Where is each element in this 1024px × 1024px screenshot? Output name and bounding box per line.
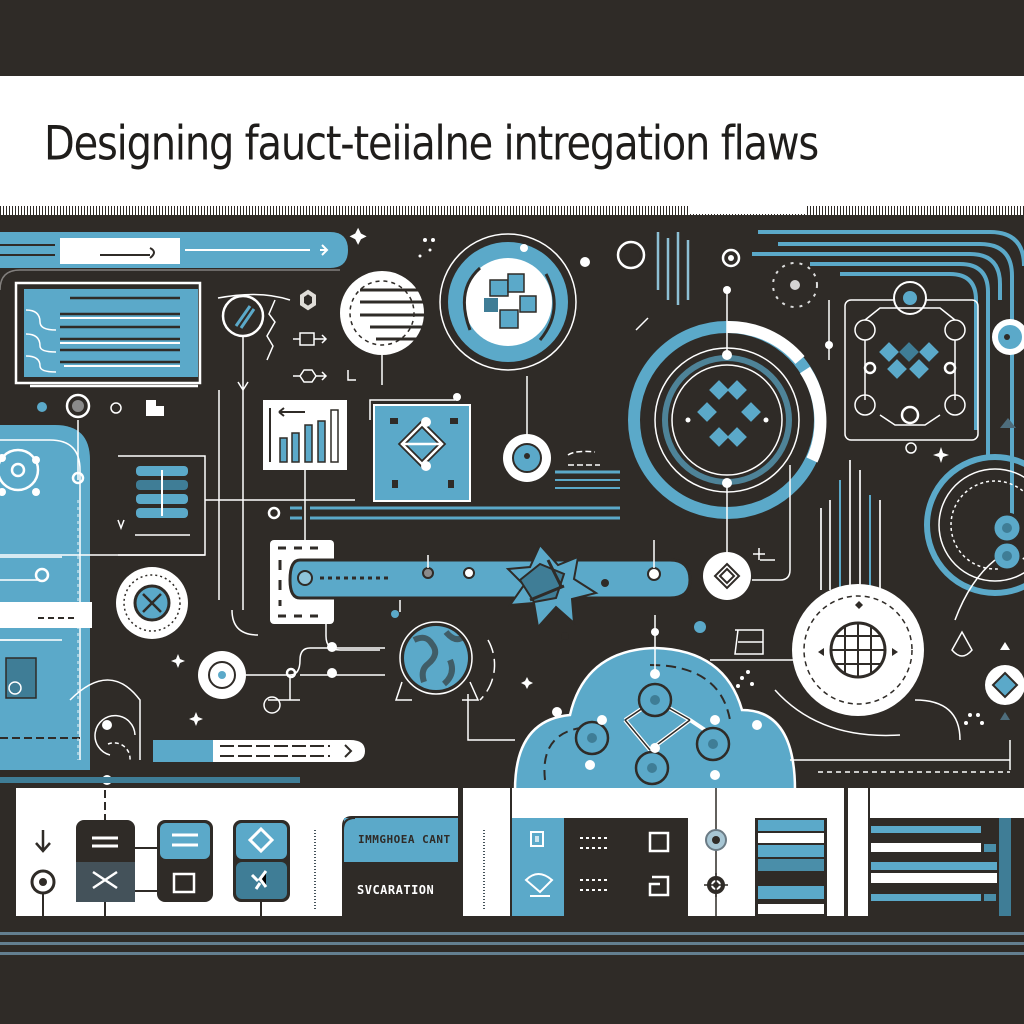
close-icon [92, 870, 118, 890]
gear-icon [300, 289, 316, 311]
wifi-icon [524, 873, 554, 897]
bottom-toolbar-panel [0, 788, 1024, 918]
database-stack-icon [0, 455, 355, 556]
tick-edge-gap [690, 206, 805, 214]
card-secondary-label: SVCARATION [357, 883, 435, 897]
page-title: Designing fauct-teiialne intregation fla… [44, 116, 819, 172]
cube-cluster-icon [697, 380, 761, 447]
settings-card[interactable] [512, 818, 688, 916]
card-primary-label: IMMGHOEA CANT [358, 833, 451, 846]
globe-icon [391, 610, 496, 701]
striped-bars-block [869, 818, 1024, 916]
striped-list-block [755, 818, 827, 916]
slider-track-icon [270, 540, 692, 624]
diamond-badge-icon [703, 548, 765, 600]
globe-grid-icon [792, 584, 924, 716]
info-card[interactable] [342, 816, 458, 916]
square-icon [172, 872, 196, 894]
link-icon [217, 293, 291, 392]
image-icon [530, 831, 544, 847]
close-circle-icon [116, 567, 188, 639]
sun-icon[interactable] [704, 788, 728, 916]
integration-illustration: .w { stroke: #ffffff; fill: none; stroke… [0, 227, 1024, 790]
server-stack-icon [0, 425, 92, 770]
cube-cluster-icon [484, 273, 537, 329]
cube-ring-icon [628, 286, 827, 560]
tick-edge-divider [0, 206, 1024, 215]
checkbox-icon [648, 831, 670, 853]
target-ring-icon [503, 434, 551, 482]
diamond-badge-icon [985, 665, 1024, 705]
message-lines-icon [340, 271, 440, 385]
network-node-icon [844, 281, 979, 463]
diamond-network-tile[interactable] [233, 820, 290, 916]
top-bar [0, 0, 1024, 76]
network-diamond-icon [369, 393, 471, 502]
target-icon[interactable] [30, 869, 56, 916]
bar-chart-icon [263, 400, 347, 540]
node-branch-icon [198, 642, 385, 714]
diamond-icon [247, 826, 275, 854]
chain-link-icon [924, 454, 1024, 621]
equals-square-tile[interactable] [157, 820, 213, 902]
progress-bar-bottom [153, 740, 365, 762]
hub-cycle-icon [439, 233, 590, 470]
pipe-lines-decoration [752, 230, 1024, 520]
network-icon [250, 870, 268, 890]
menu-close-tile[interactable] [76, 820, 135, 916]
document-list-icon [14, 281, 202, 388]
cloud-network-icon [513, 615, 797, 790]
puzzle-burst-icon [505, 543, 609, 640]
flow-step-icon [266, 299, 356, 383]
settings-icon [648, 875, 670, 897]
footer-lines [0, 932, 1024, 962]
progress-bar-icon [0, 232, 348, 268]
arrow-down-icon[interactable] [35, 830, 51, 853]
menu-icon [92, 836, 118, 848]
title-band: Designing fauct-teiialne intregation fla… [0, 76, 1024, 212]
equals-icon [172, 833, 198, 847]
